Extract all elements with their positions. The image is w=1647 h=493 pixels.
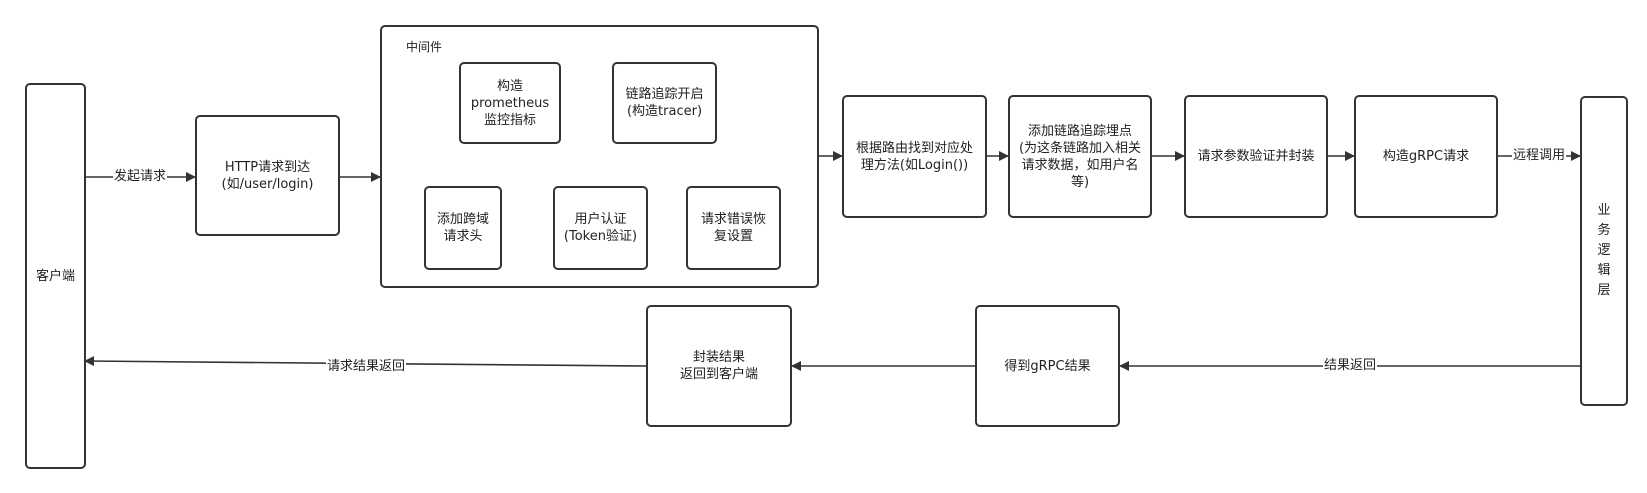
recover-node: 请求错误恢 复设置 [686,186,781,270]
http-request-label: HTTP请求到达 (如/user/login) [221,159,314,192]
route-node: 根据路由找到对应处 理方法(如Login()) [842,95,987,218]
auth-label: 用户认证 (Token验证) [563,212,638,244]
client-label: 客户端 [35,268,75,284]
edge-label-result-return: 结果返回 [1323,358,1378,374]
business-layer-node: 业 务 逻 辑 层 [1580,96,1628,406]
recover-label: 请求错误恢 复设置 [700,212,766,244]
client-node: 客户端 [25,83,86,469]
tracing-label: 链路追踪开启 (构造tracer) [625,87,704,119]
trace-point-label: 添加链路追踪埋点 (为这条链路加入相关 请求数据，如用户名 等) [1018,123,1142,190]
wrap-result-label: 封装结果 返回到客户端 [679,350,758,382]
cors-label: 添加跨域 请求头 [436,212,489,244]
auth-node: 用户认证 (Token验证) [553,186,648,270]
wrap-result-node: 封装结果 返回到客户端 [646,305,792,427]
edge-label-request-result-return: 请求结果返回 [326,359,407,375]
trace-point-node: 添加链路追踪埋点 (为这条链路加入相关 请求数据，如用户名 等) [1008,95,1152,218]
grpc-request-node: 构造gRPC请求 [1354,95,1498,218]
prometheus-node: 构造 prometheus 监控指标 [459,62,561,144]
cors-node: 添加跨域 请求头 [424,186,502,270]
middleware-title: 中间件 [406,40,443,54]
edge-label-initiate: 发起请求 [113,169,168,185]
business-layer-label: 业 务 逻 辑 层 [1597,203,1611,298]
tracing-node: 链路追踪开启 (构造tracer) [612,62,717,144]
http-request-node: HTTP请求到达 (如/user/login) [195,115,340,236]
validate-node: 请求参数验证并封装 [1184,95,1328,218]
route-label: 根据路由找到对应处 理方法(如Login()) [855,140,973,173]
grpc-result-label: 得到gRPC结果 [1004,358,1091,374]
grpc-request-label: 构造gRPC请求 [1382,149,1470,164]
validate-label: 请求参数验证并封装 [1197,149,1315,164]
prometheus-label: 构造 prometheus 监控指标 [470,78,550,128]
grpc-result-node: 得到gRPC结果 [975,305,1120,427]
edge-label-remote-call: 远程调用 [1512,148,1567,164]
